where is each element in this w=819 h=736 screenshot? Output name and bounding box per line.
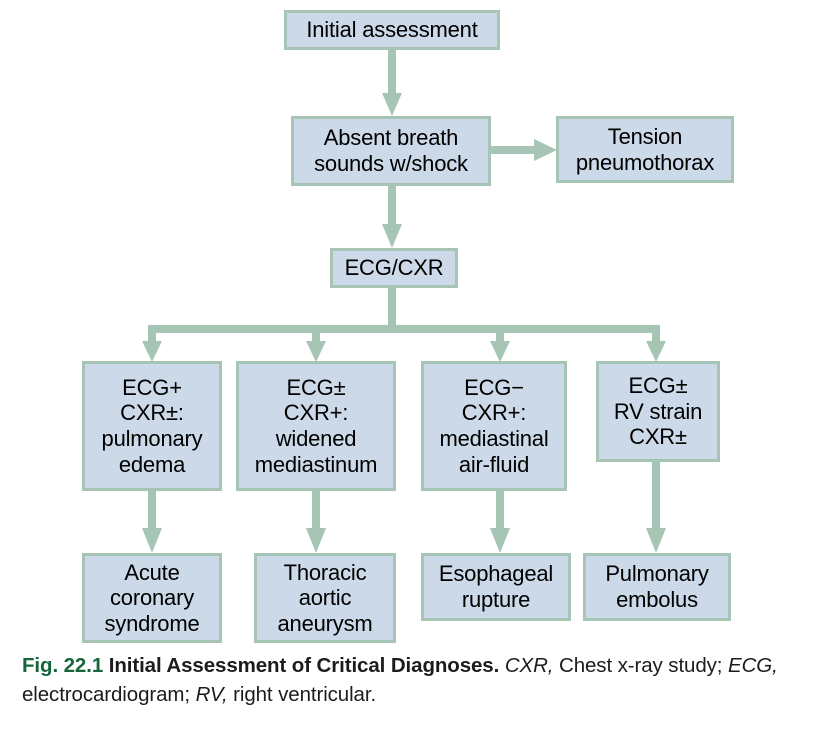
edge-absent-to-ecgcxr: [382, 186, 402, 248]
abbr-ecg-expansion: electrocardiogram;: [22, 683, 196, 707]
node-pulmonary-embolus[interactable]: Pulmonary embolus: [583, 553, 731, 621]
node-ecg-pm-cxr-pos-widened-mediastinum[interactable]: ECG± CXR+: widened mediastinum: [236, 361, 396, 491]
node-ecg-pm-rv-strain-cxr-pm[interactable]: ECG± RV strain CXR±: [596, 361, 720, 462]
node-ecg-cxr[interactable]: ECG/CXR: [330, 248, 458, 288]
edge-col1-to-acs: [142, 490, 162, 553]
edge-col3-to-esoph: [490, 490, 510, 553]
node-esophageal-rupture[interactable]: Esophageal rupture: [421, 553, 571, 621]
figure-title: Initial Assessment of Critical Diagnoses…: [108, 654, 500, 677]
abbr-rv: RV,: [195, 683, 228, 707]
flowchart-canvas: Initial assessment Absent breath sounds …: [82, 10, 734, 643]
edge-ecgcxr-branch-bus: [142, 287, 666, 362]
edge-col2-to-taa: [306, 490, 326, 553]
node-ecg-pos-cxr-pm-pulmonary-edema[interactable]: ECG+ CXR±: pulmonary edema: [82, 361, 222, 491]
figure-number: Fig. 22.1: [22, 654, 104, 677]
figure-caption: Fig. 22.1 Initial Assessment of Critical…: [22, 651, 806, 709]
node-ecg-neg-cxr-pos-mediastinal-air-fluid[interactable]: ECG− CXR+: mediastinal air-fluid: [421, 361, 567, 491]
node-acute-coronary-syndrome[interactable]: Acute coronary syndrome: [82, 553, 222, 643]
node-absent-breath-sounds[interactable]: Absent breath sounds w/shock: [291, 116, 491, 186]
node-tension-pneumothorax[interactable]: Tension pneumothorax: [556, 116, 734, 183]
edge-initial-to-absent: [382, 48, 402, 116]
node-initial-assessment[interactable]: Initial assessment: [284, 10, 500, 50]
abbr-rv-expansion: right ventricular.: [227, 683, 377, 707]
node-thoracic-aortic-aneurysm[interactable]: Thoracic aortic aneurysm: [254, 553, 396, 643]
edge-absent-to-tension: [491, 139, 557, 161]
edge-col4-to-pe: [646, 462, 666, 553]
abbr-cxr: CXR,: [504, 654, 554, 677]
abbr-cxr-expansion: Chest x-ray study;: [553, 654, 728, 677]
flowchart-connectors: [142, 48, 666, 553]
abbr-ecg: ECG,: [728, 654, 778, 677]
